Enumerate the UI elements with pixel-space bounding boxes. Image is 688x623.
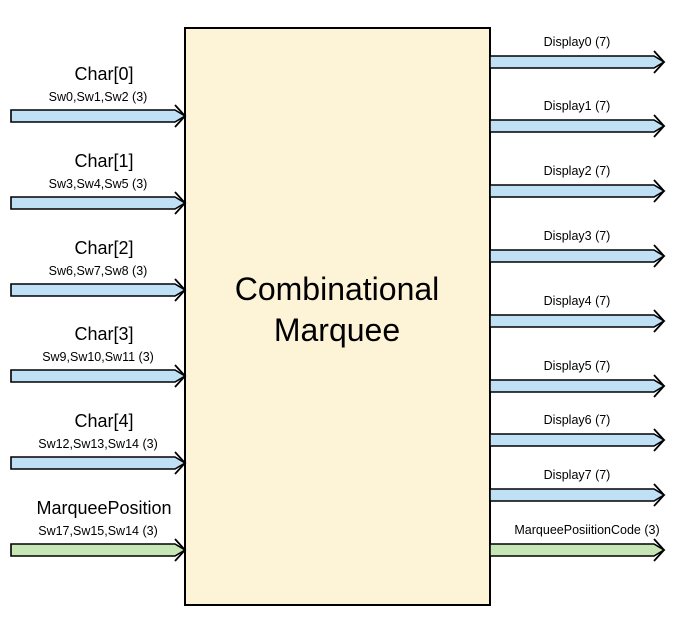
input-title-label: Char[1]: [74, 151, 133, 171]
input-title-label: Char[3]: [74, 324, 133, 344]
arrow-head: [653, 244, 666, 268]
arrow-head: [174, 191, 187, 215]
input-2: Char[2] Sw6,Sw7,Sw8 (3): [10, 238, 187, 302]
arrow-head: [174, 104, 187, 128]
input-title-label: Char[2]: [74, 238, 133, 258]
arrow-shaft: [10, 543, 187, 557]
arrow-head: [653, 50, 666, 74]
input-3: Char[3] Sw9,Sw10,Sw11 (3): [10, 324, 187, 388]
output-label: Display6 (7): [544, 413, 611, 427]
output-label: Display4 (7): [544, 294, 611, 308]
arrow-head: [653, 483, 666, 507]
arrow-head: [174, 538, 187, 562]
input-arrow: [10, 451, 187, 475]
arrow-head: [653, 374, 666, 398]
arrow-shaft: [10, 456, 187, 470]
output-6: Display6 (7): [489, 413, 666, 452]
output-2: Display2 (7): [489, 164, 666, 203]
output-arrow: [489, 50, 666, 74]
input-1: Char[1] Sw3,Sw4,Sw5 (3): [10, 151, 187, 215]
output-4: Display4 (7): [489, 294, 666, 333]
arrow-head: [174, 451, 187, 475]
input-title-label: Char[4]: [74, 411, 133, 431]
arrow-head: [653, 309, 666, 333]
arrow-shaft: [489, 488, 666, 502]
output-label: Display5 (7): [544, 359, 611, 373]
input-signals-label: Sw12,Sw13,Sw14 (3): [38, 437, 158, 451]
arrow-head: [174, 278, 187, 302]
combinational-marquee-block: [184, 27, 491, 606]
input-arrow: [10, 191, 187, 215]
input-signals-label: Sw3,Sw4,Sw5 (3): [49, 177, 148, 191]
arrow-head: [653, 114, 666, 138]
output-3: Display3 (7): [489, 229, 666, 268]
output-7: Display7 (7): [489, 468, 666, 507]
output-label: Display0 (7): [544, 35, 611, 49]
arrow-head: [653, 428, 666, 452]
input-0: Char[0] Sw0,Sw1,Sw2 (3): [10, 64, 187, 128]
arrow-shaft: [10, 109, 187, 123]
input-signals-label: Sw0,Sw1,Sw2 (3): [49, 90, 148, 104]
output-label: Display1 (7): [544, 99, 611, 113]
arrow-head: [653, 538, 666, 562]
input-arrow: [10, 538, 187, 562]
output-label: Display2 (7): [544, 164, 611, 178]
arrow-head: [653, 179, 666, 203]
input-arrows: Char[0] Sw0,Sw1,Sw2 (3) Char[1] Sw3,Sw4,Sw5…: [10, 64, 187, 562]
arrow-shaft: [489, 543, 666, 557]
output-arrow: [489, 309, 666, 333]
arrow-shaft: [489, 55, 666, 69]
arrow-shaft: [489, 379, 666, 393]
arrow-shaft: [10, 196, 187, 210]
arrow-shaft: [10, 369, 187, 383]
input-arrow: [10, 104, 187, 128]
arrow-shaft: [489, 249, 666, 263]
input-signals-label: Sw17,Sw15,Sw14 (3): [38, 524, 158, 538]
output-arrow: [489, 428, 666, 452]
output-arrow: [489, 244, 666, 268]
input-arrow: [10, 364, 187, 388]
input-4: Char[4] Sw12,Sw13,Sw14 (3): [10, 411, 187, 475]
output-arrow: [489, 374, 666, 398]
output-1: Display1 (7): [489, 99, 666, 138]
output-8: MarqueePosiitionCode (3): [489, 523, 666, 562]
arrow-shaft: [489, 314, 666, 328]
output-0: Display0 (7): [489, 35, 666, 74]
output-label: Display7 (7): [544, 468, 611, 482]
input-signals-label: Sw9,Sw10,Sw11 (3): [42, 350, 154, 364]
output-label: MarqueePosiitionCode (3): [514, 523, 659, 537]
arrow-shaft: [10, 283, 187, 297]
block-title-line1: Combinational: [235, 271, 440, 307]
output-arrow: [489, 179, 666, 203]
input-title-label: Char[0]: [74, 64, 133, 84]
arrow-shaft: [489, 119, 666, 133]
output-arrows: Display0 (7) Display1 (7) Display2 (7) Disp…: [489, 35, 666, 562]
arrow-shaft: [489, 184, 666, 198]
output-arrow: [489, 483, 666, 507]
arrow-head: [174, 364, 187, 388]
output-label: Display3 (7): [544, 229, 611, 243]
output-arrow: [489, 538, 666, 562]
input-title-label: MarqueePosition: [36, 498, 171, 518]
input-arrow: [10, 278, 187, 302]
input-signals-label: Sw6,Sw7,Sw8 (3): [49, 264, 148, 278]
arrow-shaft: [489, 433, 666, 447]
output-arrow: [489, 114, 666, 138]
block-title-line2: Marquee: [274, 312, 400, 348]
output-5: Display5 (7): [489, 359, 666, 398]
